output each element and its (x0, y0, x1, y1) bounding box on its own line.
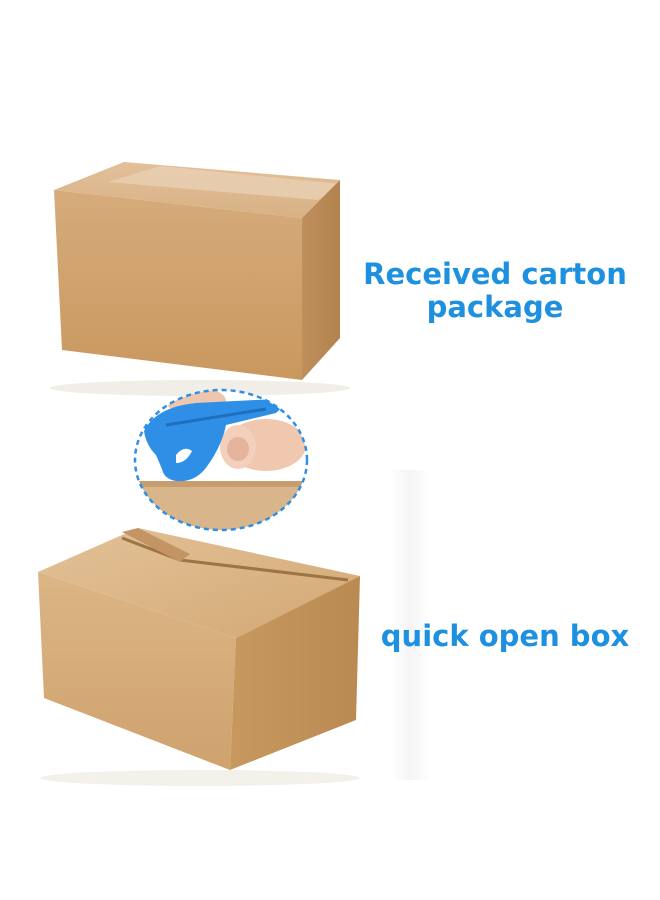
quick-open-caption: quick open box (380, 619, 630, 653)
faint-background-panel (390, 470, 430, 780)
closed-carton-box-icon (50, 162, 350, 396)
received-caption: Received carton package (363, 257, 627, 325)
box-cutter-tool-icon (133, 388, 309, 532)
open-carton-box-icon (38, 528, 360, 786)
